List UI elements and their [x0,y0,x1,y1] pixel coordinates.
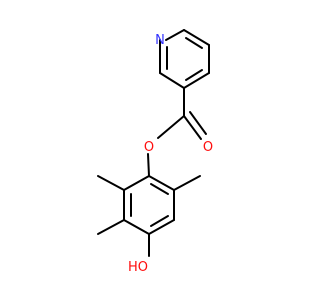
double-bond-b6-b1 [150,183,169,195]
bond-b4-b5 [148,219,175,235]
carbonyl-oxygen-atom-label: O [203,140,213,155]
double-bond-c5-c6 [185,37,203,49]
bond-carbonyl-ether-o [157,115,185,139]
methyl-bond-left-upper [97,175,125,191]
bond-carbonyl-double-o [183,115,202,140]
bond-b6-b1 [148,175,175,191]
bond-b3-b4 [123,219,150,235]
bond-c5-c6 [183,29,210,46]
methyl-bond-right [173,175,201,191]
ester-oxygen-atom-label: O [144,140,154,155]
bond-c3-c4 [183,72,210,89]
pyridine-ring [159,29,210,89]
bond-c6-n1 [165,29,185,41]
benzene-ring [123,175,175,235]
double-bond-c3-c4 [185,69,203,81]
bond-b1-b2 [123,175,150,191]
substituents [97,175,201,257]
nitrogen-atom-label: N [155,33,165,48]
bond-ether-o-ring [147,153,150,177]
hydroxyl-atom-label: HO [128,260,148,275]
bond-carbonyl-double-o-2 [189,111,207,135]
methyl-bond-left-lower [97,219,125,235]
bond-c2-c3 [159,72,185,89]
double-bond-b4-b5 [150,215,169,227]
molecule-structure: N O O HO [97,29,214,275]
ester-group [147,87,207,177]
